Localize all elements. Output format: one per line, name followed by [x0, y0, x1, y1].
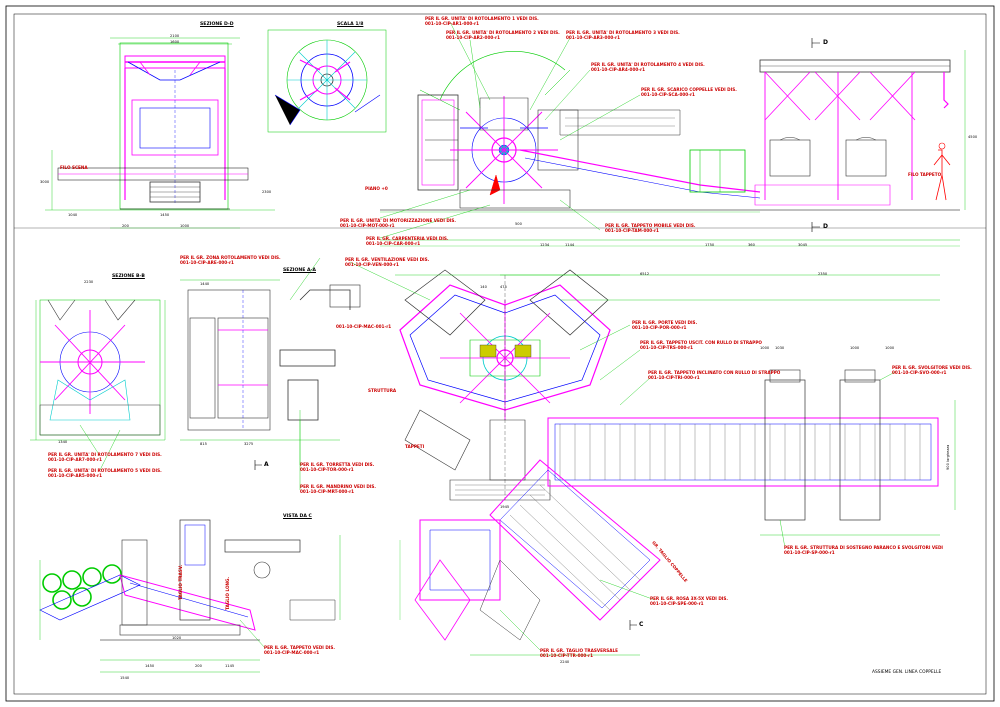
dim-value: 1750 — [705, 243, 715, 247]
dim-value: 1020 — [172, 636, 182, 640]
section-d-d-view — [45, 37, 275, 229]
dim-value: 360 — [748, 243, 755, 247]
label-rot7: PER IL GR. UNITA' DI ROTOLAMENTO 7 VEDI … — [48, 452, 162, 462]
label-struttura-short: STRUTTURA — [368, 388, 397, 393]
marker-a: A — [264, 461, 269, 468]
label-mac: 001-10-CIP-MAC-001-r1 — [336, 324, 392, 329]
dim-value: 3275 — [244, 442, 254, 446]
dim-value: 3045 — [798, 243, 808, 247]
label-taglio-long: TAGLIO LONG. — [225, 576, 230, 610]
label-vent: PER IL GR. VENTILAZIONE VEDI DIS.001-10-… — [345, 257, 430, 267]
label-tap-mobile: PER IL GR. TAPPETO MOBILE VEDI DIS.001-1… — [605, 223, 696, 233]
dim-value: 1000 — [180, 224, 190, 228]
label-filo-scena: FILO SCENA — [60, 165, 88, 170]
dim-value: 1040 — [68, 213, 78, 217]
dim-value: 1600 — [170, 40, 180, 44]
dim-value: 475 — [500, 285, 507, 289]
dim-value: 2300 — [262, 190, 272, 194]
label-rot5: PER IL GR. UNITA' DI ROTOLAMENTO 5 VEDI … — [48, 468, 162, 478]
section-a-label: SEZIONE A-A — [283, 268, 316, 273]
dim-value: 1145 — [225, 664, 235, 668]
dim-value: 2230 — [84, 280, 94, 284]
dim-value: 1234 — [540, 243, 550, 247]
label-tap-incl: PER IL GR. TAPPETO INCLINATO CON RULLO D… — [648, 370, 781, 380]
dim-value: 1440 — [200, 282, 210, 286]
dim-value: 1030 — [775, 346, 785, 350]
section-d-label: SEZIONE D-D — [200, 22, 234, 27]
dim-value: 3000 — [40, 180, 50, 184]
label-motor: PER IL GR. UNITA' DI MOTORIZZAZIONE VEDI… — [340, 218, 457, 228]
label-torretta: PER IL GR. TORRETTA VEDI DIS.001-10-CIP-… — [300, 462, 375, 472]
label-zona: PER IL GR. ZONA ROTOLAMENTO VEDI DIS.001… — [180, 255, 281, 265]
dim-value: 1000 — [850, 346, 860, 350]
label-taglio-trasv: TAGLIO TRASV. — [178, 564, 183, 600]
outer-border — [5, 5, 995, 702]
section-b-label: SEZIONE B-B — [112, 274, 145, 279]
leader-lines — [79, 21, 896, 651]
label-struttura: PER IL GR. STRUTTURA DI SOSTEGNO PARANCO… — [784, 545, 943, 555]
label-tappeto-vedi: PER IL GR. TAPPETO VEDI DIS.001-10-CIP-M… — [264, 645, 335, 655]
dim-value: 1450 — [145, 664, 155, 668]
marker-d-top: D — [823, 39, 828, 46]
label-porte: PER IL GR. PORTE VEDI DIS.001-10-CIP-POR… — [632, 320, 698, 330]
dim-value: 2240 — [560, 660, 570, 664]
dim-value: 6512 — [640, 272, 650, 276]
center-rotary-plan — [395, 269, 620, 501]
inclined-conveyor-top — [519, 109, 761, 199]
scale-label: SCALA 1/8 — [337, 22, 364, 27]
dim-value: 1450 — [160, 213, 170, 217]
section-b-b-view — [30, 299, 166, 441]
top-dimension-lines — [380, 239, 960, 247]
label-rot4: PER IL GR. UNITA' DI ROTOLAMENTO 4 VEDI … — [591, 62, 705, 72]
label-piano: PIANO +0 — [365, 186, 388, 191]
label-rot2: PER IL GR. UNITA' DI ROTOLAMENTO 2 VEDI … — [446, 30, 560, 40]
label-tap-uscit: PER IL GR. TAPPETO USCIT. CON RULLO DI S… — [640, 340, 762, 350]
dim-value: 200 — [195, 664, 202, 668]
inner-border — [13, 13, 987, 695]
marker-c: C — [639, 621, 644, 628]
dim-value: 1540 — [120, 676, 130, 680]
label-svolg: PER IL GR. SVOLGITORE VEDI DIS.001-10-CI… — [892, 365, 972, 375]
label-tappeti: TAPPETI — [405, 444, 425, 449]
view-c-cutting — [39, 519, 341, 673]
hoist-frame-top-right — [754, 50, 966, 211]
label-carp: PER IL GR. CARPENTERIA VEDI DIS.001-10-C… — [366, 236, 449, 246]
label-rosa: PER IL GR. ROSA 3X-5X VEDI DIS.001-10-CI… — [650, 596, 728, 606]
dim-value: 200 — [122, 224, 129, 228]
dim-value: 1000 — [760, 346, 770, 350]
dim-value: 1340 — [58, 440, 68, 444]
dim-value: 1000 — [885, 346, 895, 350]
section-a-a-view — [180, 279, 361, 441]
diagonal-conveyor-lower — [399, 459, 661, 656]
dim-value: 1144 — [565, 243, 575, 247]
dim-value: 1945 — [500, 505, 510, 509]
label-scarico: PER IL GR. SCARICO COPPELLE VEDI DIS.001… — [641, 87, 737, 97]
scale-detail-view — [267, 29, 387, 133]
label-larghezza: 900 larghezza — [946, 444, 950, 470]
label-filo-tappeto: FILO TAPPETO — [908, 172, 942, 177]
label-mandrino: PER IL GR. MANDRINO VEDI DIS.001-10-CIP-… — [300, 484, 377, 494]
horizontal-conveyor — [500, 274, 956, 536]
view-c-label: VISTA DA C — [283, 514, 312, 519]
top-rotary-machine — [380, 51, 760, 213]
dim-value: 815 — [200, 442, 207, 446]
dim-value: 4500 — [968, 135, 978, 139]
dim-value: 140 — [480, 285, 487, 289]
dim-value: 2350 — [818, 272, 828, 276]
marker-d-bottom: D — [823, 223, 828, 230]
label-rot1: PER IL GR. UNITA' DI ROTOLAMENTO 1 VEDI … — [425, 16, 539, 26]
dim-value: 500 — [515, 222, 522, 226]
section-markers — [254, 38, 820, 630]
title-block: ASSIEME GEN. LINEA COPPELLE — [872, 670, 942, 675]
dim-value: 2100 — [170, 34, 180, 38]
label-rot3: PER IL GR. UNITA' DI ROTOLAMENTO 3 VEDI … — [566, 30, 680, 40]
